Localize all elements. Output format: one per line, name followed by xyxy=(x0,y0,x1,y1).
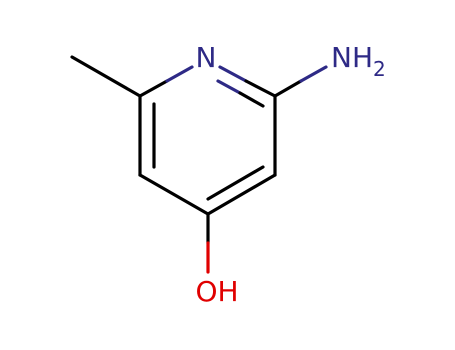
ring-bond-c5-c6-double xyxy=(138,94,156,177)
amino-group-label: NH2 xyxy=(331,41,386,81)
ring-bond-c3-c4-double xyxy=(206,165,277,216)
amino-bond xyxy=(273,65,328,98)
ring-nitrogen-label: N xyxy=(196,41,217,74)
ring-bond-c4-c5 xyxy=(138,173,210,216)
ring-bond-c6-n1 xyxy=(138,65,194,98)
ring-bond-n1-c2-double xyxy=(216,65,277,108)
hydroxyl-group-label: OH xyxy=(195,275,238,308)
amino-group-subscript: 2 xyxy=(373,57,386,81)
methyl-bond xyxy=(70,55,142,98)
amino-group-main: NH xyxy=(331,41,373,74)
